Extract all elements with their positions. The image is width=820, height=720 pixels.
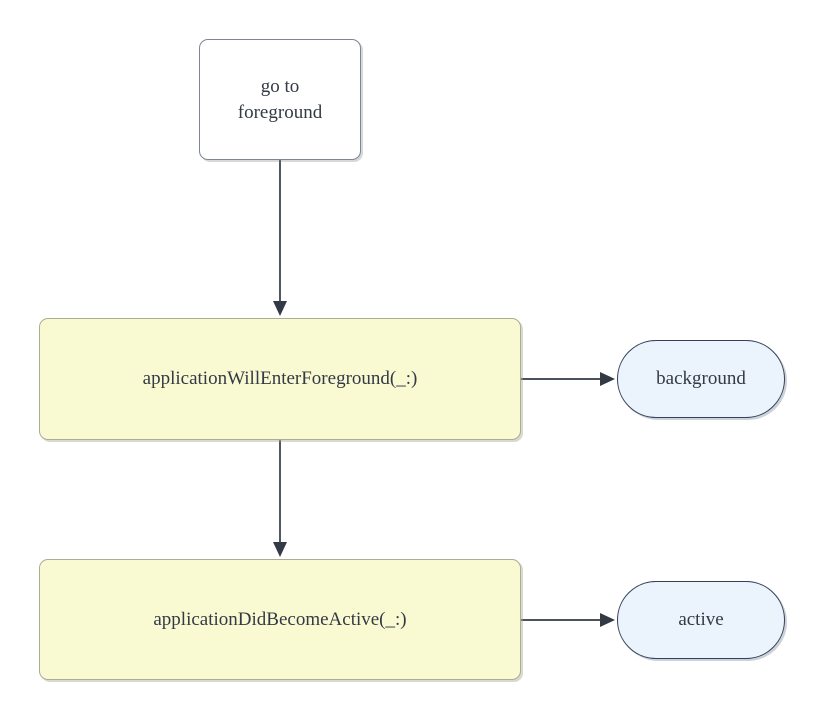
node-application-did-become-active-label: applicationDidBecomeActive(_:) [153,608,407,630]
edge-foreground-to-will-enter [273,160,287,316]
node-application-did-become-active[interactable]: applicationDidBecomeActive(_:) [39,559,521,680]
node-active[interactable]: active [617,581,785,659]
node-background-label: background [656,368,746,390]
node-go-to-foreground[interactable]: go to foreground [199,39,361,160]
node-background[interactable]: background [617,340,785,418]
node-application-will-enter-foreground-label: applicationWillEnterForeground(_:) [142,368,418,390]
edge-did-become-active-to-active [521,613,615,627]
edge-will-enter-to-did-become-active [273,440,287,557]
edge-will-enter-to-background [521,372,615,386]
node-application-will-enter-foreground[interactable]: applicationWillEnterForeground(_:) [39,318,521,440]
node-go-to-foreground-label: go to foreground [237,75,323,123]
node-active-label: active [678,609,724,631]
